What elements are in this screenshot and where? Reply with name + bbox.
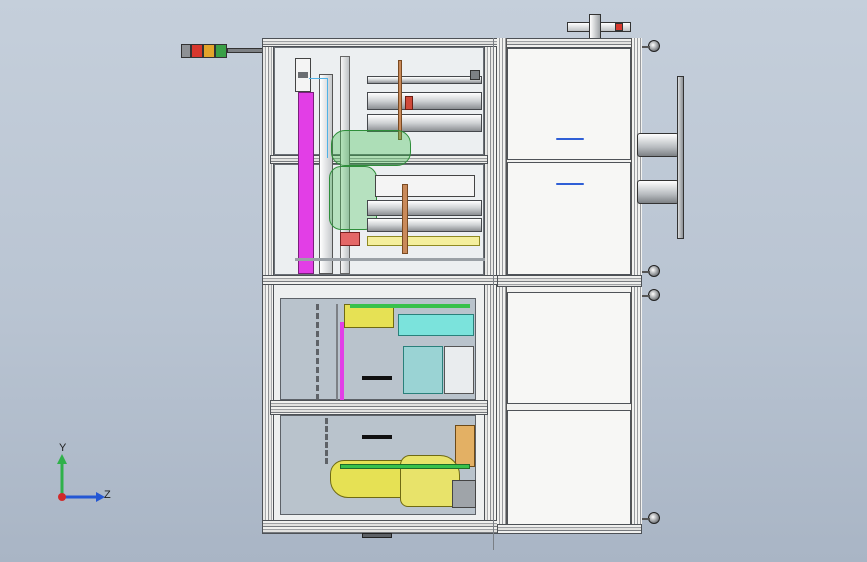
right-top-rail	[497, 38, 642, 48]
green-product-part	[331, 130, 411, 166]
base-foot	[362, 533, 392, 538]
cable-chain	[325, 418, 339, 464]
cable-connector-icon[interactable]	[637, 133, 679, 157]
right-bottom-rail	[497, 524, 642, 534]
cable-chain	[316, 304, 338, 400]
left-frame-post	[262, 38, 274, 534]
signal-tower-icon[interactable]	[181, 44, 264, 58]
pneumatic-cylinder	[367, 218, 482, 232]
dark-label-plate	[362, 435, 392, 439]
yellow-robot-forearm	[400, 455, 460, 507]
lower-mid-rail	[270, 400, 488, 415]
cyan-feeder-block	[398, 314, 474, 336]
pneumatic-cylinder	[367, 114, 482, 132]
pneumatic-cylinder	[367, 76, 482, 84]
z-axis-label: Z	[104, 489, 111, 501]
upper-mid-rail	[270, 155, 488, 164]
dark-label-plate	[362, 376, 392, 380]
cyan-fixture	[403, 346, 443, 394]
tower-red-segment	[191, 44, 203, 58]
door-handle-2[interactable]	[556, 183, 584, 185]
green-robot-link	[340, 464, 470, 469]
cable-connector-icon[interactable]	[637, 180, 679, 204]
mounting-bracket-icon	[677, 76, 684, 239]
pressure-regulator-icon[interactable]	[567, 14, 631, 40]
yellow-gripper-block	[344, 304, 394, 328]
door-panel-1[interactable]	[507, 48, 631, 160]
pneumatic-cylinder	[367, 92, 482, 110]
orientation-triad: Y Z	[46, 440, 116, 510]
green-rail	[350, 304, 470, 308]
orange-controller-box	[455, 425, 475, 467]
red-bracket	[340, 232, 360, 246]
door-handle-1[interactable]	[556, 138, 584, 140]
bottom-rail	[262, 520, 498, 534]
y-axis-label: Y	[59, 442, 67, 454]
center-rail	[262, 275, 498, 285]
door-panel-4[interactable]	[507, 410, 631, 525]
tower-yellow-segment	[203, 44, 215, 58]
door-panel-3[interactable]	[507, 292, 631, 404]
magenta-guide	[340, 322, 344, 400]
right-frame-post	[484, 38, 497, 534]
magenta-linear-axis	[298, 92, 314, 274]
triad-axes	[57, 454, 105, 502]
right-center-rail	[497, 275, 642, 287]
top-rail	[262, 38, 498, 47]
tower-green-segment	[215, 44, 227, 58]
pneumatic-cylinder	[367, 200, 482, 216]
door-panel-2[interactable]	[507, 162, 631, 275]
center-line	[493, 38, 494, 550]
yellow-bracket	[367, 236, 480, 246]
